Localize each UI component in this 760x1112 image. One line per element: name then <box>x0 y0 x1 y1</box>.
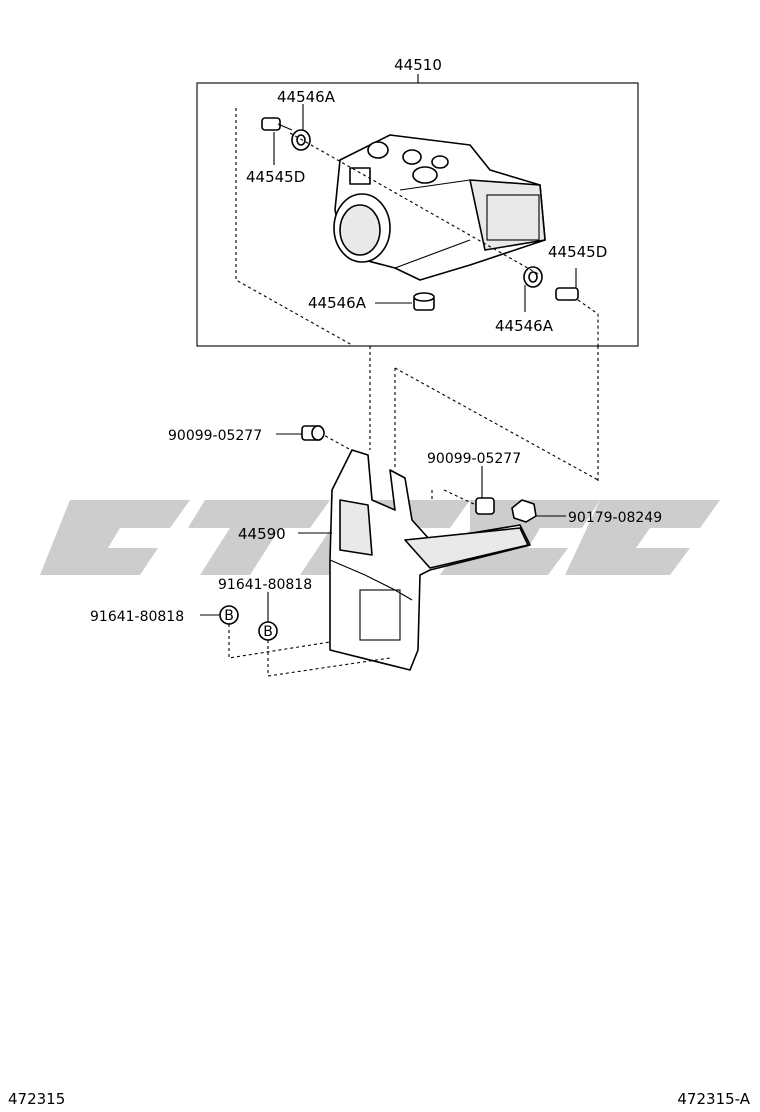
bolt-B-left: B <box>219 605 239 625</box>
footer-left-code: 472315 <box>8 1090 65 1108</box>
watermark-logo <box>40 500 720 575</box>
label-44546A-bottom: 44546A <box>308 294 367 312</box>
label-44590: 44590 <box>238 525 286 543</box>
b-marker-upper: B <box>263 624 273 640</box>
label-90179: 90179-08249 <box>568 510 662 526</box>
label-91641-upper: 91641-80818 <box>218 577 312 593</box>
label-44546A-lower-right: 44546A <box>495 317 554 335</box>
bolt-90099-middle <box>475 497 495 515</box>
cushion-bottom <box>413 292 435 311</box>
label-44545D-right: 44545D <box>548 243 607 261</box>
brake-actuator <box>333 134 546 281</box>
label-90099-upper: 90099-05277 <box>168 428 262 444</box>
bracket-44590 <box>329 449 531 671</box>
label-44546A-top: 44546A <box>277 88 336 106</box>
cushion-top <box>291 129 311 151</box>
bolt-44545D-left <box>261 117 293 131</box>
label-44510: 44510 <box>394 56 442 74</box>
bolt-44545D-right <box>555 287 579 301</box>
b-marker-left: B <box>224 608 234 624</box>
label-44545D-left: 44545D <box>246 168 305 186</box>
label-90099-middle: 90099-05277 <box>427 451 521 467</box>
bolt-90099-upper <box>301 425 325 441</box>
bolt-B-upper: B <box>258 621 278 641</box>
cushion-right-upper <box>523 266 543 288</box>
label-91641-left: 91641-80818 <box>90 609 184 625</box>
footer-right-code: 472315-A <box>677 1090 750 1108</box>
